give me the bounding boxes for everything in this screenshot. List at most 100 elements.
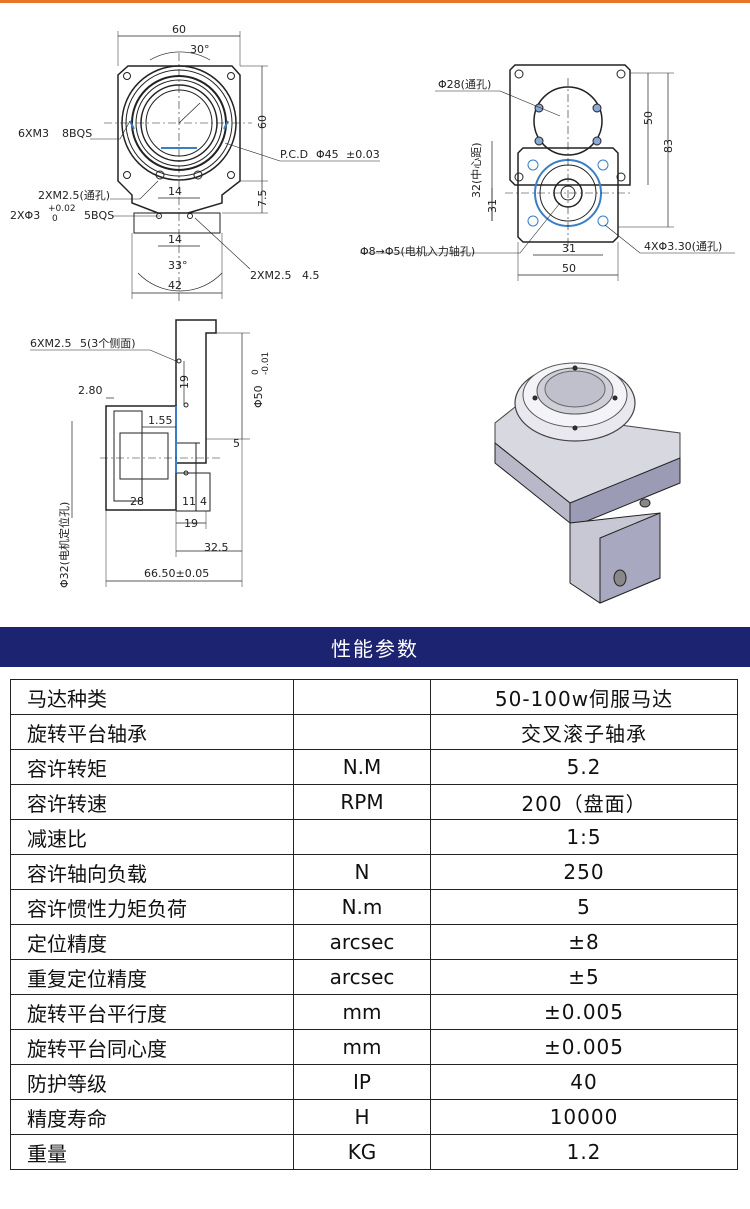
spec-unit: RPM — [293, 784, 431, 820]
label-shaft: Φ8→Φ5(电机入力轴孔) — [360, 244, 475, 258]
spec-unit — [293, 819, 431, 855]
dim-side-dia50-tol-up: 0 — [251, 369, 261, 375]
dim-side-dia50-tol-lo: -0.01 — [261, 352, 271, 375]
spec-name: 容许转矩 — [10, 749, 294, 785]
spec-value: ±0.005 — [430, 1029, 738, 1065]
section-banner: 性能参数 — [0, 627, 750, 667]
label-thread-2b: 2XM2.5 — [250, 269, 292, 282]
dim-side-2-80: 2.80 — [78, 384, 103, 397]
dim-side-66-5: 66.50±0.05 — [144, 567, 209, 580]
spec-value: 50-100w伺服马达 — [430, 679, 738, 715]
spec-unit — [293, 679, 431, 715]
spec-value: ±8 — [430, 924, 738, 960]
spec-unit: arcsec — [293, 959, 431, 995]
spec-value: 250 — [430, 854, 738, 890]
dim-front-angle-bottom: 33° — [168, 259, 188, 272]
spec-name: 防护等级 — [10, 1064, 294, 1100]
dim-side-11: 11 — [182, 495, 196, 508]
dim-right-83: 83 — [662, 139, 675, 153]
spec-value: 1.2 — [430, 1134, 738, 1170]
dim-side-32-5: 32.5 — [204, 541, 229, 554]
dim-right-50-h: 50 — [562, 262, 576, 275]
spec-name: 旋转平台同心度 — [10, 1029, 294, 1065]
spec-name: 精度寿命 — [10, 1099, 294, 1135]
label-side-thread: 6XM2.5 — [30, 337, 72, 350]
dim-front-14-b: 14 — [168, 233, 182, 246]
spec-value: ±5 — [430, 959, 738, 995]
spec-value: 5 — [430, 889, 738, 925]
spec-unit: arcsec — [293, 924, 431, 960]
spec-name: 旋转平台平行度 — [10, 994, 294, 1030]
label-side-thread-depth: 5(3个侧面) — [80, 337, 136, 350]
spec-name: 重复定位精度 — [10, 959, 294, 995]
label-pcd-tol: ±0.03 — [346, 148, 380, 161]
spec-unit: N — [293, 854, 431, 890]
isometric-view — [494, 362, 681, 604]
label-thread-2: 2XM2.5(通孔) — [38, 189, 110, 202]
spec-unit: mm — [293, 1029, 431, 1065]
label-bore: Φ28(通孔) — [438, 78, 491, 91]
spec-name: 容许惯性力矩负荷 — [10, 889, 294, 925]
spec-value: 1:5 — [430, 819, 738, 855]
spec-unit: H — [293, 1099, 431, 1135]
label-pcd-dia: Φ45 — [316, 148, 339, 161]
dim-front-7-5: 7.5 — [256, 190, 269, 208]
spec-unit: KG — [293, 1134, 431, 1170]
spec-name: 马达种类 — [10, 679, 294, 715]
side-view-labels: 6XM2.5 5(3个侧面) 2.80 1.55 19 Φ50 0 -0.01 … — [30, 337, 271, 588]
spec-value: 10000 — [430, 1099, 738, 1135]
top-accent-line — [0, 0, 750, 3]
dim-side-5: 5 — [233, 437, 240, 450]
spec-unit: N.m — [293, 889, 431, 925]
spec-unit: N.M — [293, 749, 431, 785]
technical-drawing: 60 30° 60 6XM3 8BQS P.C.D Φ45 ±0.03 2XM2… — [0, 3, 750, 625]
spec-value: 200（盘面） — [430, 784, 738, 820]
dim-right-50-v: 50 — [642, 111, 655, 125]
dim-front-angle-top: 30° — [190, 43, 210, 56]
spec-value: 交叉滚子轴承 — [430, 714, 738, 750]
spec-name: 减速比 — [10, 819, 294, 855]
spec-row: 减速比 1:5 — [10, 819, 738, 855]
label-holes: 4XΦ3.30(通孔) — [644, 240, 722, 253]
label-pin: 2XΦ3 — [10, 209, 40, 222]
banner-title: 性能参数 — [331, 636, 419, 661]
side-view — [30, 319, 250, 587]
spec-unit: IP — [293, 1064, 431, 1100]
spec-name: 容许转速 — [10, 784, 294, 820]
dim-side-19-v: 19 — [178, 375, 191, 389]
dim-side-28: 28 — [130, 495, 144, 508]
spec-row: 旋转平台轴承交叉滚子轴承 — [10, 714, 738, 750]
spec-value: 5.2 — [430, 749, 738, 785]
spec-name: 重量 — [10, 1134, 294, 1170]
dim-side-1-55: 1.55 — [148, 414, 173, 427]
spec-value: ±0.005 — [430, 994, 738, 1030]
dim-right-31-h: 31 — [562, 242, 576, 255]
spec-name: 容许轴向负载 — [10, 854, 294, 890]
label-pin-tol-up: +0.02 — [48, 204, 76, 214]
dim-side-19-h: 19 — [184, 517, 198, 530]
dim-right-31-v: 31 — [486, 199, 499, 213]
dim-front-42: 42 — [168, 279, 182, 292]
dim-right-center-dist: 32(中心距) — [470, 142, 483, 198]
front-view-labels: 60 30° 60 6XM3 8BQS P.C.D Φ45 ±0.03 2XM2… — [10, 23, 380, 292]
label-pilot: Φ32(电机定位孔) — [57, 502, 71, 588]
dim-side-dia50: Φ50 — [252, 385, 265, 408]
label-thread-2b-depth: 4.5 — [302, 269, 320, 282]
dim-front-height: 60 — [256, 115, 269, 129]
spec-value: 40 — [430, 1064, 738, 1100]
spec-row: 马达种类 50-100w伺服马达 — [10, 679, 738, 715]
label-thread-6-depth: 8BQS — [62, 127, 92, 140]
dim-side-4: 4 — [200, 495, 207, 508]
spec-unit — [293, 714, 431, 750]
